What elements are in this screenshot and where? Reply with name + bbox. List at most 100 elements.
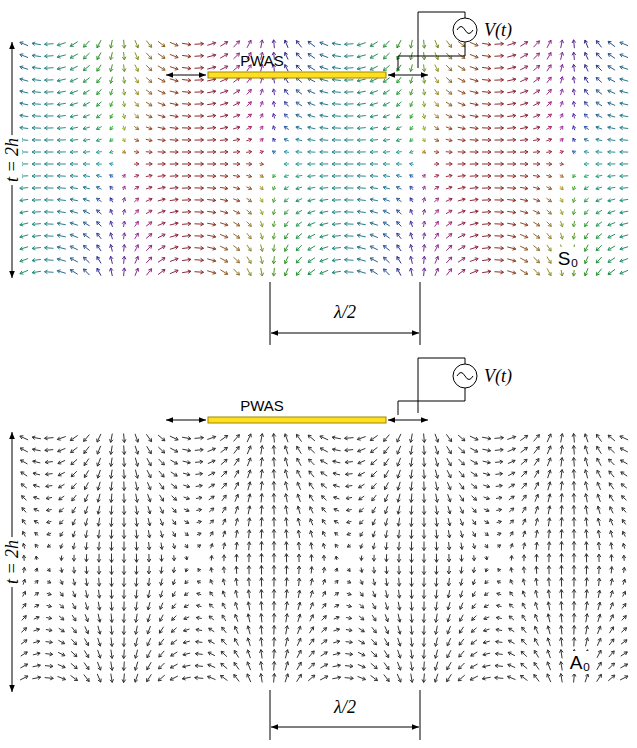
displacement-arrow [221, 471, 227, 477]
displacement-arrow [560, 458, 564, 467]
displacement-arrow [195, 460, 203, 464]
displacement-arrow [522, 483, 527, 489]
displacement-arrow [222, 483, 227, 489]
displacement-arrow [122, 268, 126, 276]
displacement-arrow [32, 271, 41, 275]
displacement-arrow [410, 494, 414, 503]
displacement-arrow [146, 269, 151, 276]
displacement-arrow [146, 41, 151, 48]
displacement-arrow [422, 138, 425, 142]
displacement-arrow [573, 138, 576, 142]
displacement-arrow [32, 150, 41, 154]
displacement-arrow [584, 446, 588, 454]
displacement-arrow [422, 150, 426, 153]
displacement-arrow [60, 532, 63, 537]
displacement-arrow [260, 482, 264, 491]
displacement-arrow [446, 150, 452, 154]
displacement-arrow [147, 470, 151, 478]
displacement-arrow [21, 484, 27, 488]
displacement-arrow [385, 554, 389, 562]
displacement-arrow [122, 662, 126, 671]
displacement-arrow [470, 174, 478, 178]
displacement-arrow [372, 603, 375, 609]
displacement-arrow [296, 90, 302, 94]
displacement-arrow [410, 233, 413, 239]
displacement-arrow [110, 590, 114, 599]
displacement-arrow [422, 268, 426, 276]
displacement-arrow [170, 126, 178, 129]
displacement-arrow [272, 638, 276, 647]
displacement-arrow [370, 126, 378, 129]
displacement-arrow [170, 67, 178, 71]
displacement-arrow [470, 436, 478, 440]
displacement-arrow [22, 543, 26, 548]
displacement-arrow [70, 222, 78, 225]
displacement-arrow [447, 446, 452, 453]
displacement-arrow [135, 590, 139, 599]
displacement-arrow [596, 222, 602, 226]
displacement-arrow [135, 626, 139, 635]
displacement-arrow [195, 270, 204, 274]
displacement-arrow [184, 508, 189, 511]
displacement-arrow [20, 42, 28, 46]
displacement-arrow [383, 90, 389, 94]
displacement-arrow [435, 554, 439, 563]
displacement-arrow [360, 520, 364, 524]
displacement-arrow [284, 162, 289, 166]
displacement-arrow [220, 162, 228, 166]
displacement-arrow [508, 640, 514, 644]
displacement-arrow [96, 150, 102, 154]
displacement-arrow [522, 531, 525, 537]
displacement-arrow [172, 616, 177, 621]
displacement-arrow [195, 66, 204, 70]
displacement-arrow [47, 568, 50, 571]
displacement-arrow [534, 650, 538, 657]
displacement-arrow [170, 676, 178, 680]
displacement-arrow [397, 114, 402, 118]
displacement-arrow [398, 626, 402, 634]
displacement-arrow [47, 580, 51, 583]
displacement-arrow [195, 42, 204, 46]
displacement-arrow [360, 544, 363, 549]
displacement-arrow [110, 198, 113, 202]
displacement-arrow [260, 602, 264, 611]
displacement-arrow [247, 210, 252, 214]
displacement-arrow [435, 102, 439, 107]
displacement-arrow [246, 138, 251, 142]
displacement-arrow [357, 270, 366, 274]
displacement-arrow [410, 518, 414, 527]
displacement-arrow [560, 233, 563, 239]
displacement-arrow [20, 90, 28, 94]
displacement-arrow [422, 482, 426, 491]
displacement-arrow [222, 555, 226, 561]
displacement-arrow [357, 67, 366, 71]
displacement-arrow [322, 508, 326, 513]
displacement-arrow [247, 458, 251, 466]
displacement-arrow [172, 567, 176, 573]
displacement-arrow [547, 638, 550, 646]
displacement-arrow [135, 602, 139, 611]
displacement-arrow [97, 268, 101, 275]
displacement-arrow [172, 579, 176, 584]
displacement-arrow [482, 54, 491, 58]
displacement-arrow [520, 54, 528, 58]
displacement-arrow [470, 234, 478, 238]
displacement-arrow [459, 639, 464, 645]
displacement-arrow [97, 434, 101, 442]
displacement-arrow [22, 616, 27, 621]
displacement-arrow [160, 567, 164, 574]
displacement-arrow [260, 458, 264, 467]
displacement-arrow [535, 566, 539, 574]
displacement-arrow [321, 472, 327, 476]
displacement-arrow [410, 578, 414, 587]
displacement-arrow [296, 162, 302, 166]
displacement-arrow [182, 102, 191, 106]
displacement-arrow [297, 458, 301, 466]
displacement-arrow [608, 199, 615, 203]
displacement-arrow [32, 102, 41, 106]
displacement-arrow [248, 506, 252, 514]
displacement-arrow [458, 198, 465, 202]
displacement-arrow [57, 186, 66, 190]
displacement-arrow [146, 186, 152, 189]
displacement-arrow [446, 41, 451, 48]
